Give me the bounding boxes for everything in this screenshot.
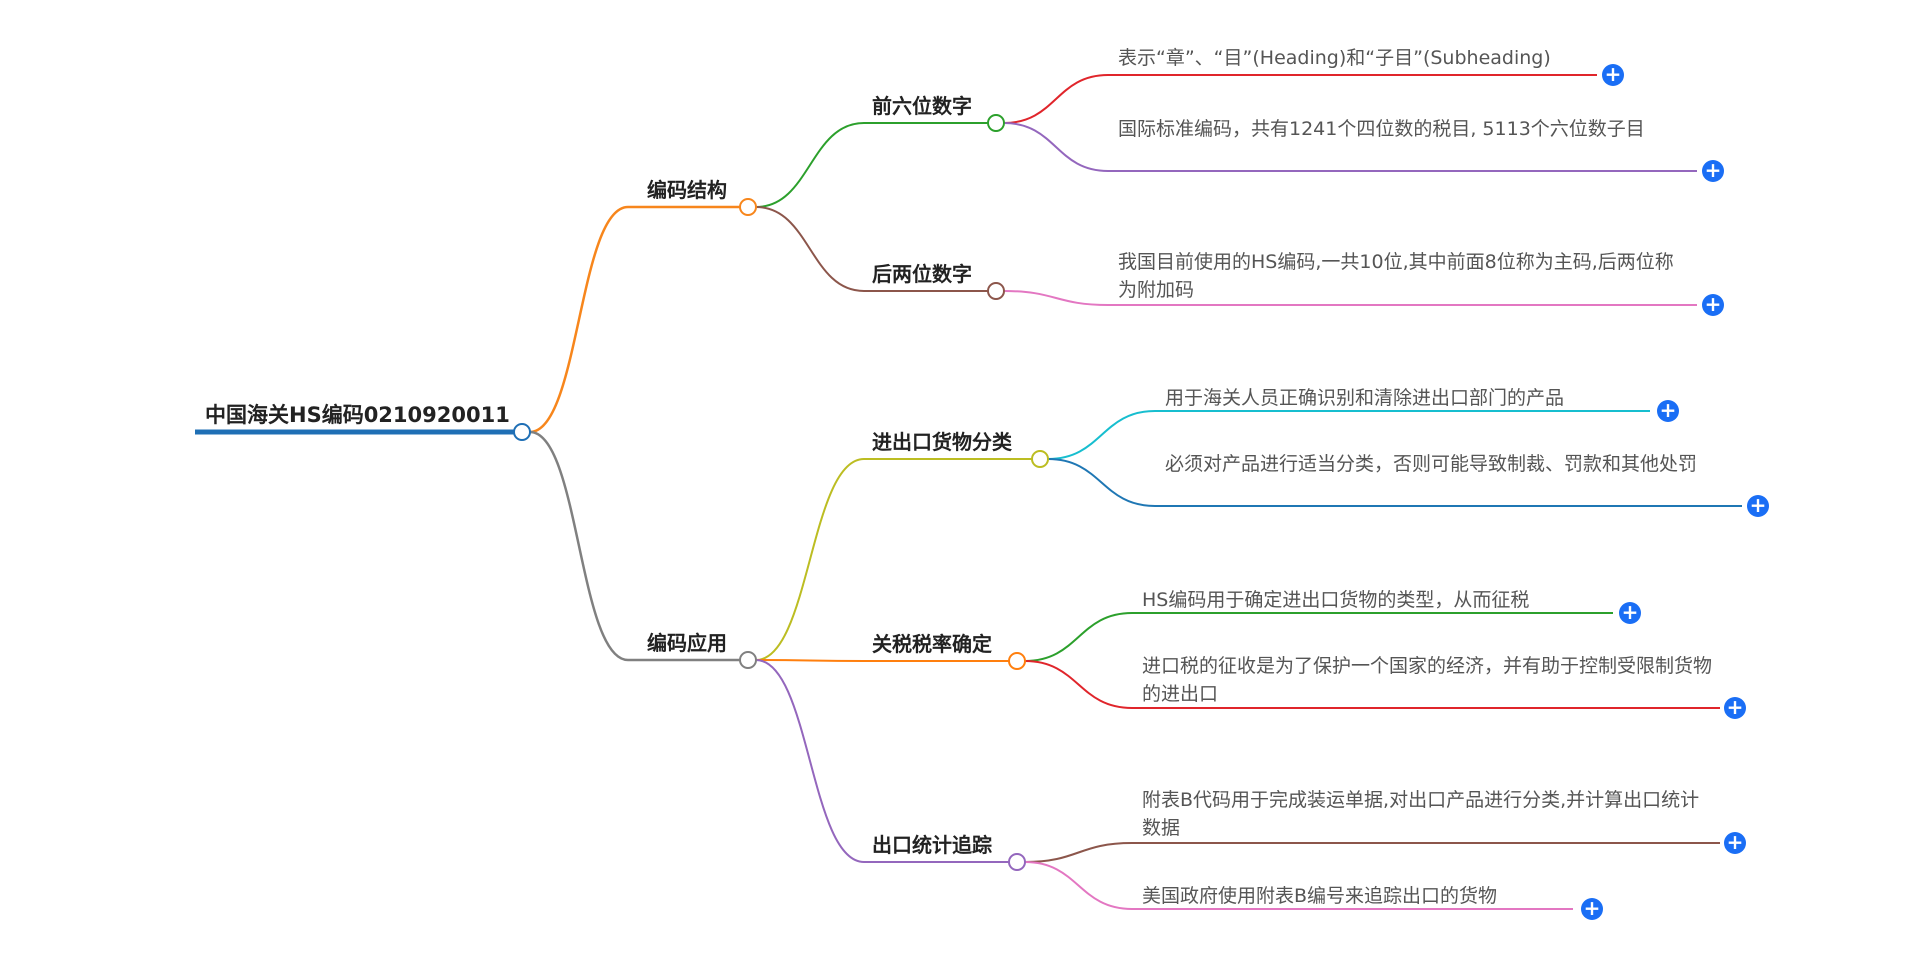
root-node-label: 中国海关HS编码0210920011: [205, 403, 510, 427]
root-collapse-toggle[interactable]: [513, 423, 531, 441]
branch-connector: [529, 205, 629, 434]
subtopic-connector: [755, 206, 865, 292]
leaf-label: 附表B代码用于完成装运单据,对出口产品进行分类,并计算出口统计数据: [1142, 789, 1700, 839]
subtopic-collapse-toggle[interactable]: [987, 282, 1005, 300]
leaf-connector: [1003, 290, 1109, 306]
branch-label: 编码结构: [647, 178, 727, 202]
branch-collapse-toggle[interactable]: [739, 651, 757, 669]
expand-plus-icon[interactable]: +: [1702, 294, 1724, 316]
expand-plus-icon[interactable]: +: [1657, 400, 1679, 422]
subtopic-collapse-toggle[interactable]: [1008, 652, 1026, 670]
subtopic-collapse-toggle[interactable]: [987, 114, 1005, 132]
subtopic-connector: [755, 659, 865, 662]
leaf-label: 我国目前使用的HS编码,一共10位,其中前面8位称为主码,后两位称为附加码: [1118, 251, 1674, 301]
expand-plus-icon[interactable]: +: [1602, 64, 1624, 86]
leaf-connector: [1024, 612, 1133, 662]
subtopic-label: 出口统计追踪: [872, 833, 992, 857]
subtopic-label: 进出口货物分类: [872, 430, 1012, 454]
subtopic-collapse-toggle[interactable]: [1008, 853, 1026, 871]
expand-plus-icon[interactable]: +: [1724, 832, 1746, 854]
expand-plus-icon[interactable]: +: [1747, 495, 1769, 517]
leaf-label: 表示“章”、“目”(Heading)和“子目”(Subheading): [1118, 47, 1551, 69]
expand-plus-icon[interactable]: +: [1581, 898, 1603, 920]
subtopic-collapse-toggle[interactable]: [1031, 450, 1049, 468]
leaf-connector: [1047, 458, 1156, 507]
subtopic-connector: [755, 458, 865, 661]
leaf-label: 必须对产品进行适当分类，否则可能导致制裁、罚款和其他处罚: [1165, 453, 1698, 475]
leaf-connector: [1024, 660, 1133, 709]
subtopic-label: 关税税率确定: [872, 632, 992, 656]
expand-plus-icon[interactable]: +: [1724, 697, 1746, 719]
leaf-connector: [1024, 842, 1133, 863]
subtopic-label: 前六位数字: [872, 94, 972, 118]
expand-plus-icon[interactable]: +: [1702, 160, 1724, 182]
leaf-label: 用于海关人员正确识别和清除进出口部门的产品: [1165, 387, 1565, 409]
leaf-connector: [1024, 861, 1133, 910]
leaf-label: HS编码用于确定进出口货物的类型，从而征税: [1142, 589, 1530, 611]
branch-label: 编码应用: [647, 631, 727, 655]
subtopic-label: 后两位数字: [872, 262, 972, 286]
branch-collapse-toggle[interactable]: [739, 198, 757, 216]
leaf-connector: [1003, 122, 1109, 172]
branch-connector: [529, 430, 629, 662]
subtopic-connector: [755, 659, 865, 863]
expand-plus-icon[interactable]: +: [1619, 602, 1641, 624]
subtopic-connector: [755, 122, 865, 208]
leaf-label: 国际标准编码，共有1241个四位数的税目, 5113个六位数子目: [1118, 118, 1645, 140]
leaf-label: 进口税的征收是为了保护一个国家的经济，并有助于控制受限制货物的进出口: [1142, 655, 1713, 705]
leaf-connector: [1003, 74, 1109, 124]
leaf-connector: [1047, 410, 1156, 460]
leaf-label: 美国政府使用附表B编号来追踪出口的货物: [1142, 885, 1498, 907]
